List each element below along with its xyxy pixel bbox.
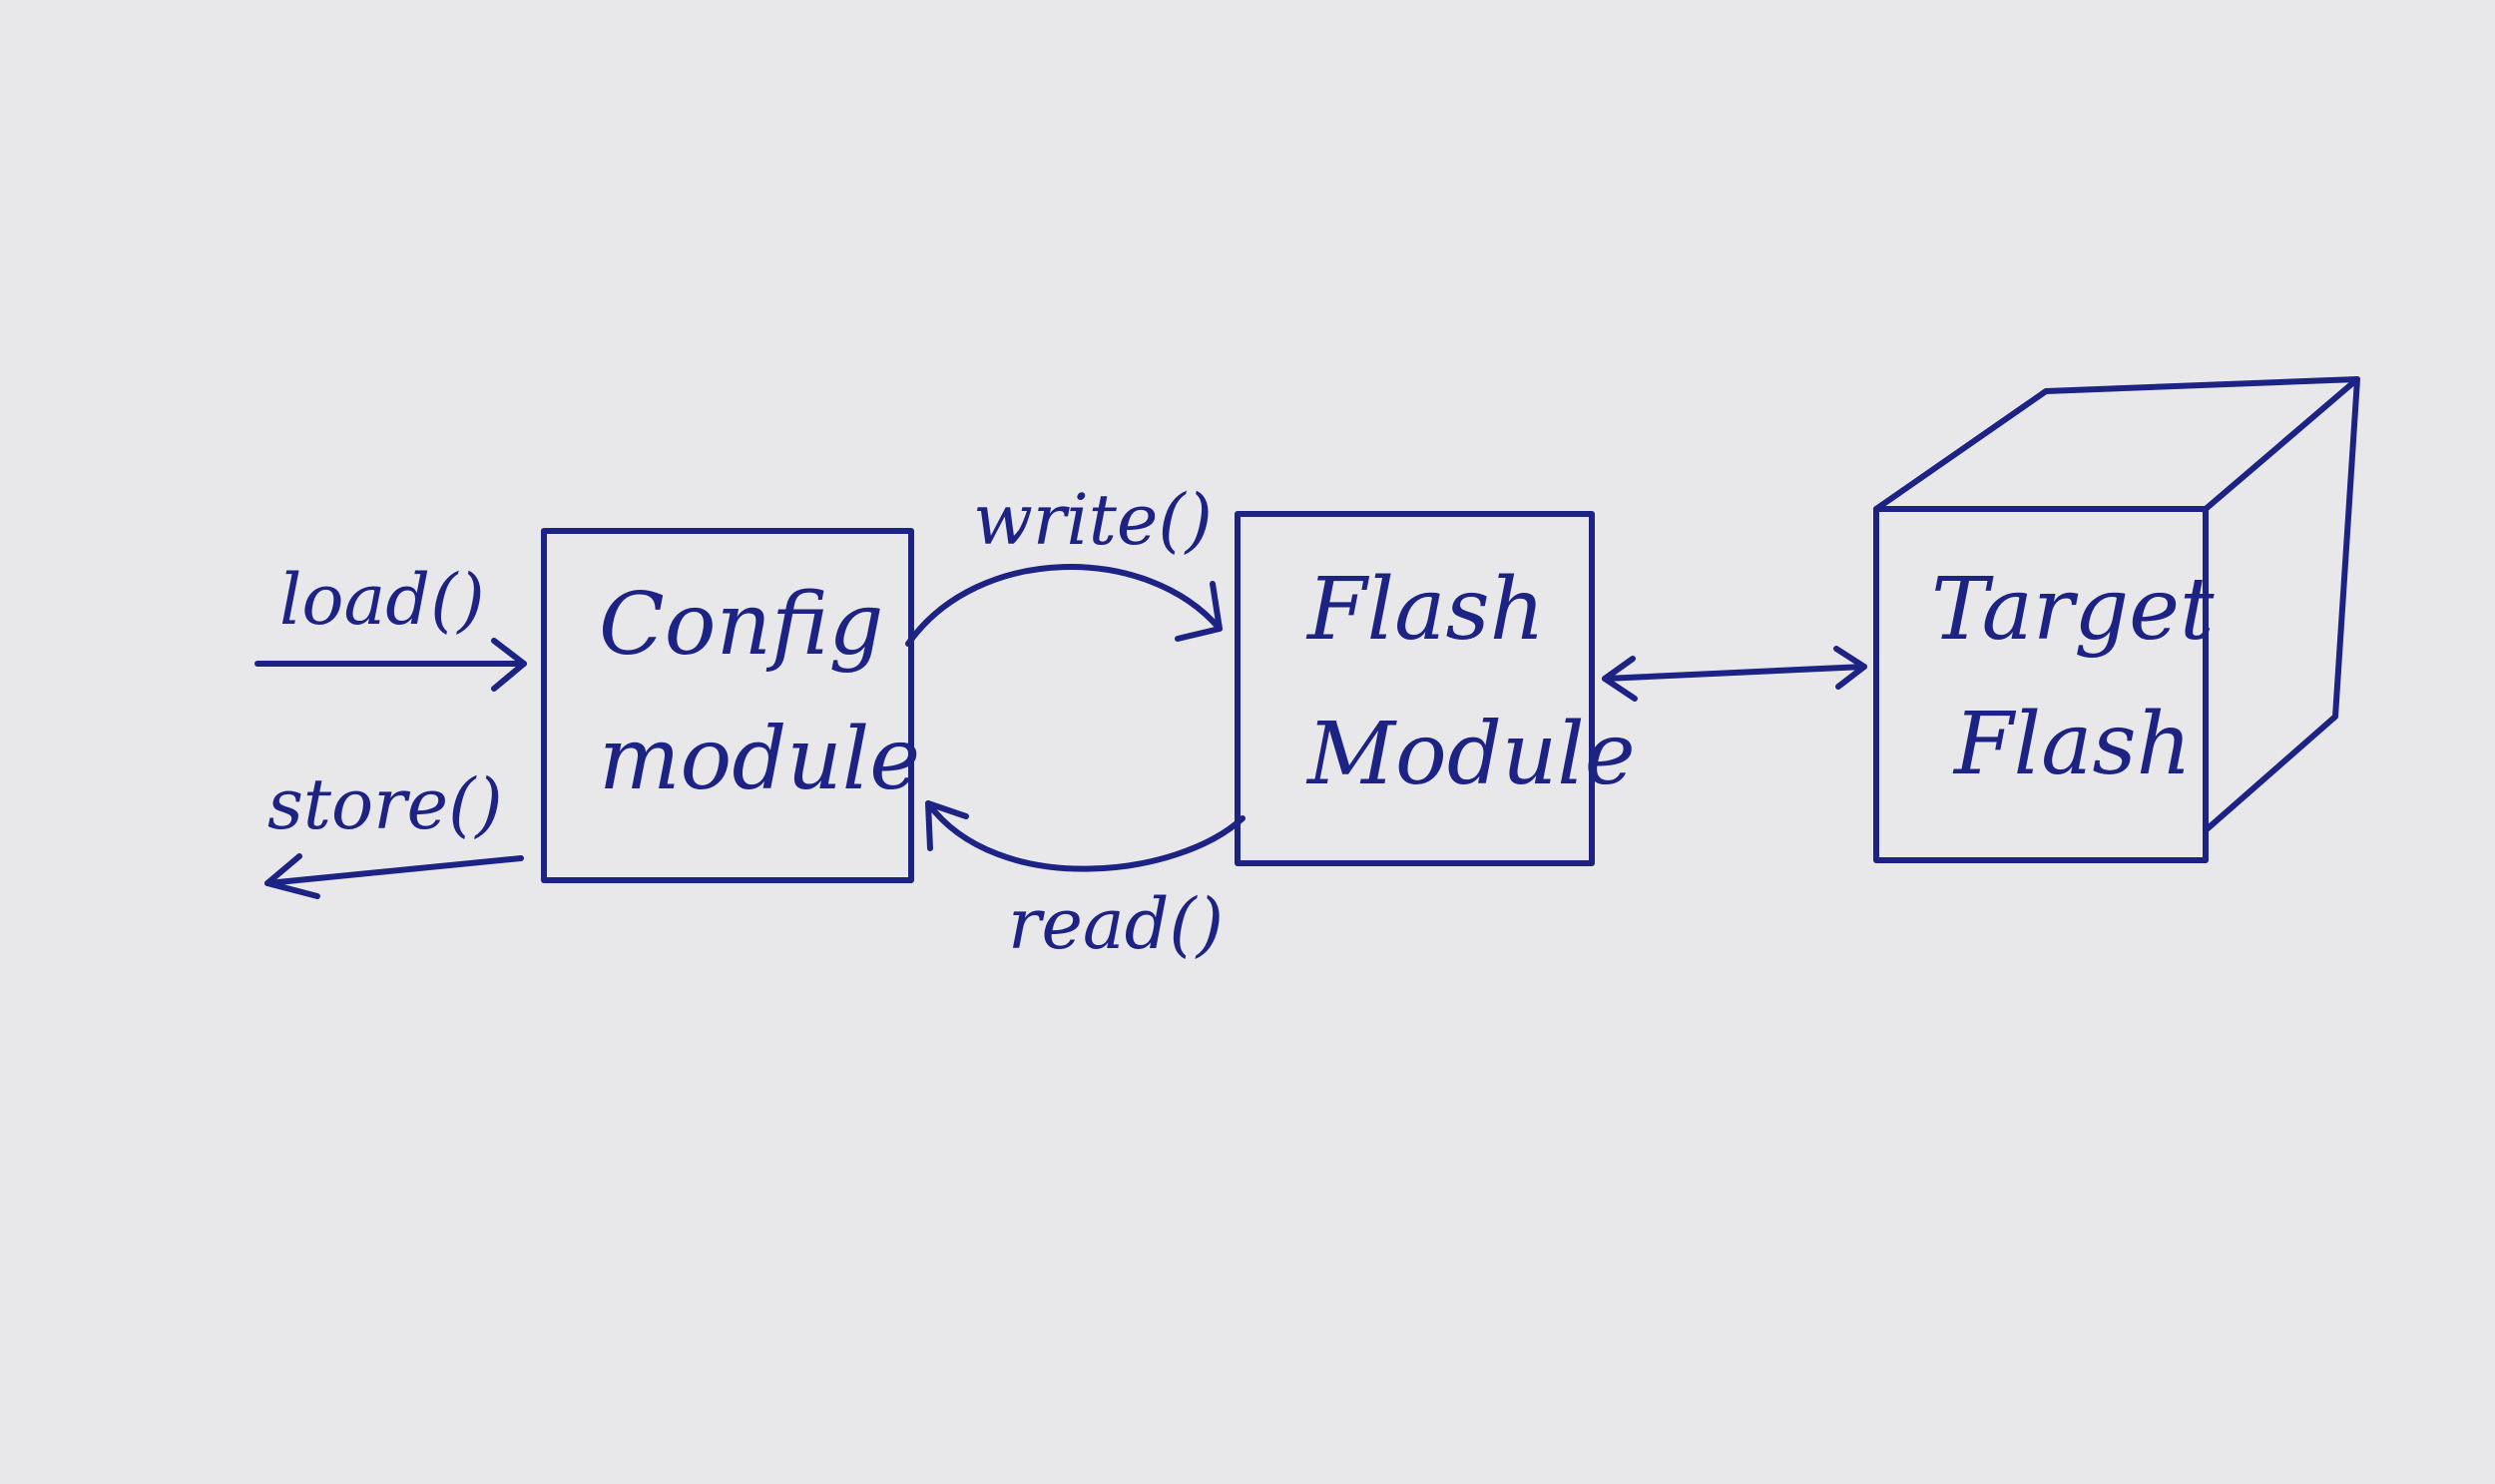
config-module-label-line1: Config	[599, 575, 883, 675]
load-label: load()	[279, 559, 485, 641]
store-label: store()	[267, 763, 503, 845]
target-flash-cube	[1873, 376, 2360, 863]
flash-module-label-line2: Module	[1305, 705, 1636, 804]
store-arrow	[264, 853, 524, 899]
read-label: read()	[1008, 883, 1224, 965]
target-flash-label-line2: Flash	[1952, 695, 2192, 794]
config-module-label-line2: module	[599, 710, 920, 809]
write-label: write()	[973, 479, 1213, 561]
config-module-box	[541, 528, 914, 883]
flash-module-label-line1: Flash	[1305, 560, 1545, 660]
bidirectional-arrow	[1602, 646, 1867, 702]
write-arrow	[905, 564, 1223, 647]
flash-module-box	[1235, 511, 1595, 866]
target-flash-label-line1: Target	[1931, 560, 2215, 660]
read-arrow	[925, 800, 1246, 872]
load-arrow	[254, 638, 527, 692]
